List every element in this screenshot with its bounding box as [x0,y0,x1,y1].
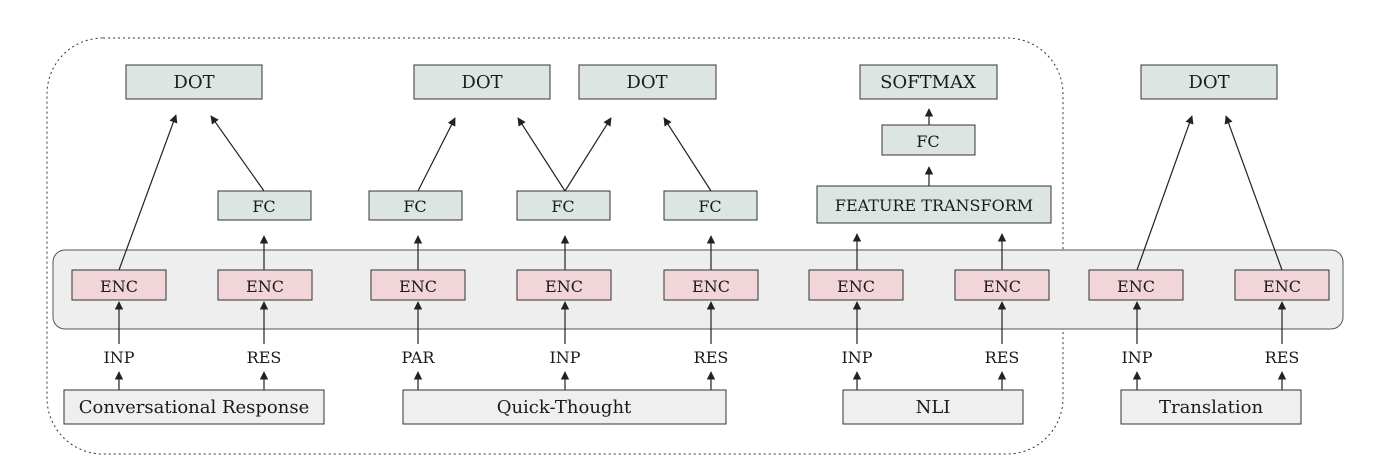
output-box-dot [1140,64,1278,100]
encoder-box [217,269,313,301]
feature-transform-box [816,185,1052,224]
edge [517,117,566,192]
input-label: RES [1265,348,1300,367]
output-label: DOT [173,72,214,93]
edge [1224,115,1283,271]
fc-label: FC [916,132,939,151]
encoder-box [1234,269,1330,301]
fc-box [881,124,976,156]
fc-box [663,190,758,221]
encoder-box [1088,269,1184,301]
encoder-label: ENC [1117,277,1155,296]
task-boxes: Conversational Response Quick-Thought NL… [63,389,1302,425]
edge [1136,115,1194,271]
output-box-dot [125,64,263,100]
output-box-dot [578,64,717,100]
task-box-quick-thought [402,389,727,425]
edge [663,117,712,192]
output-label: DOT [1188,72,1229,93]
task-label-nli: NLI [916,397,951,418]
task-label-conversational: Conversational Response [79,397,310,418]
encoder-label: ENC [246,277,284,296]
fc-label: FC [698,197,721,216]
edge [417,117,456,192]
encoder-box [663,269,759,301]
fc-box [516,190,611,221]
task-box-conversational [63,389,325,425]
outputs: DOT DOT DOT SOFTMAX DOT [125,64,1278,100]
input-label: INP [103,348,134,367]
input-label: INP [549,348,580,367]
output-box-dot [413,64,551,100]
task-box-nli [842,389,1024,425]
input-label: INP [841,348,872,367]
input-label: RES [247,348,282,367]
encoder-label: ENC [100,277,138,296]
encoder-label: ENC [545,277,583,296]
connections [114,108,1287,390]
fc-layers: FC FC FC FC FC [217,124,976,221]
encoders: ENC ENC ENC ENC ENC ENC ENC ENC ENC [71,269,1330,301]
encoder-box [808,269,904,301]
task-label-quick-thought: Quick-Thought [497,397,632,418]
input-label: RES [694,348,729,367]
fc-box [217,190,312,221]
encoder-box [370,269,466,301]
input-label: RES [985,348,1020,367]
edge [210,115,265,192]
output-label: DOT [461,72,502,93]
fc-label: FC [403,197,426,216]
feature-transform-label: FEATURE TRANSFORM [835,196,1033,215]
input-label: PAR [402,348,436,367]
encoder-label: ENC [983,277,1021,296]
encoder-box [954,269,1050,301]
input-labels: INP RES PAR INP RES INP RES INP RES [103,348,1299,367]
encoder-label: ENC [1263,277,1301,296]
task-label-translation: Translation [1159,397,1263,418]
fc-label: FC [551,197,574,216]
encoder-box [71,269,167,301]
output-box-softmax [859,64,998,100]
output-label: SOFTMAX [880,72,976,93]
input-label: INP [1121,348,1152,367]
fc-label: FC [252,197,275,216]
edge [564,117,612,192]
encoder-label: ENC [837,277,875,296]
task-box-translation [1120,389,1302,425]
encoder-label: ENC [692,277,730,296]
fc-box [368,190,463,221]
shared-task-group-outline [46,37,1064,455]
encoder-box [516,269,612,301]
output-label: DOT [626,72,667,93]
encoder-label: ENC [399,277,437,296]
edge [118,114,178,271]
